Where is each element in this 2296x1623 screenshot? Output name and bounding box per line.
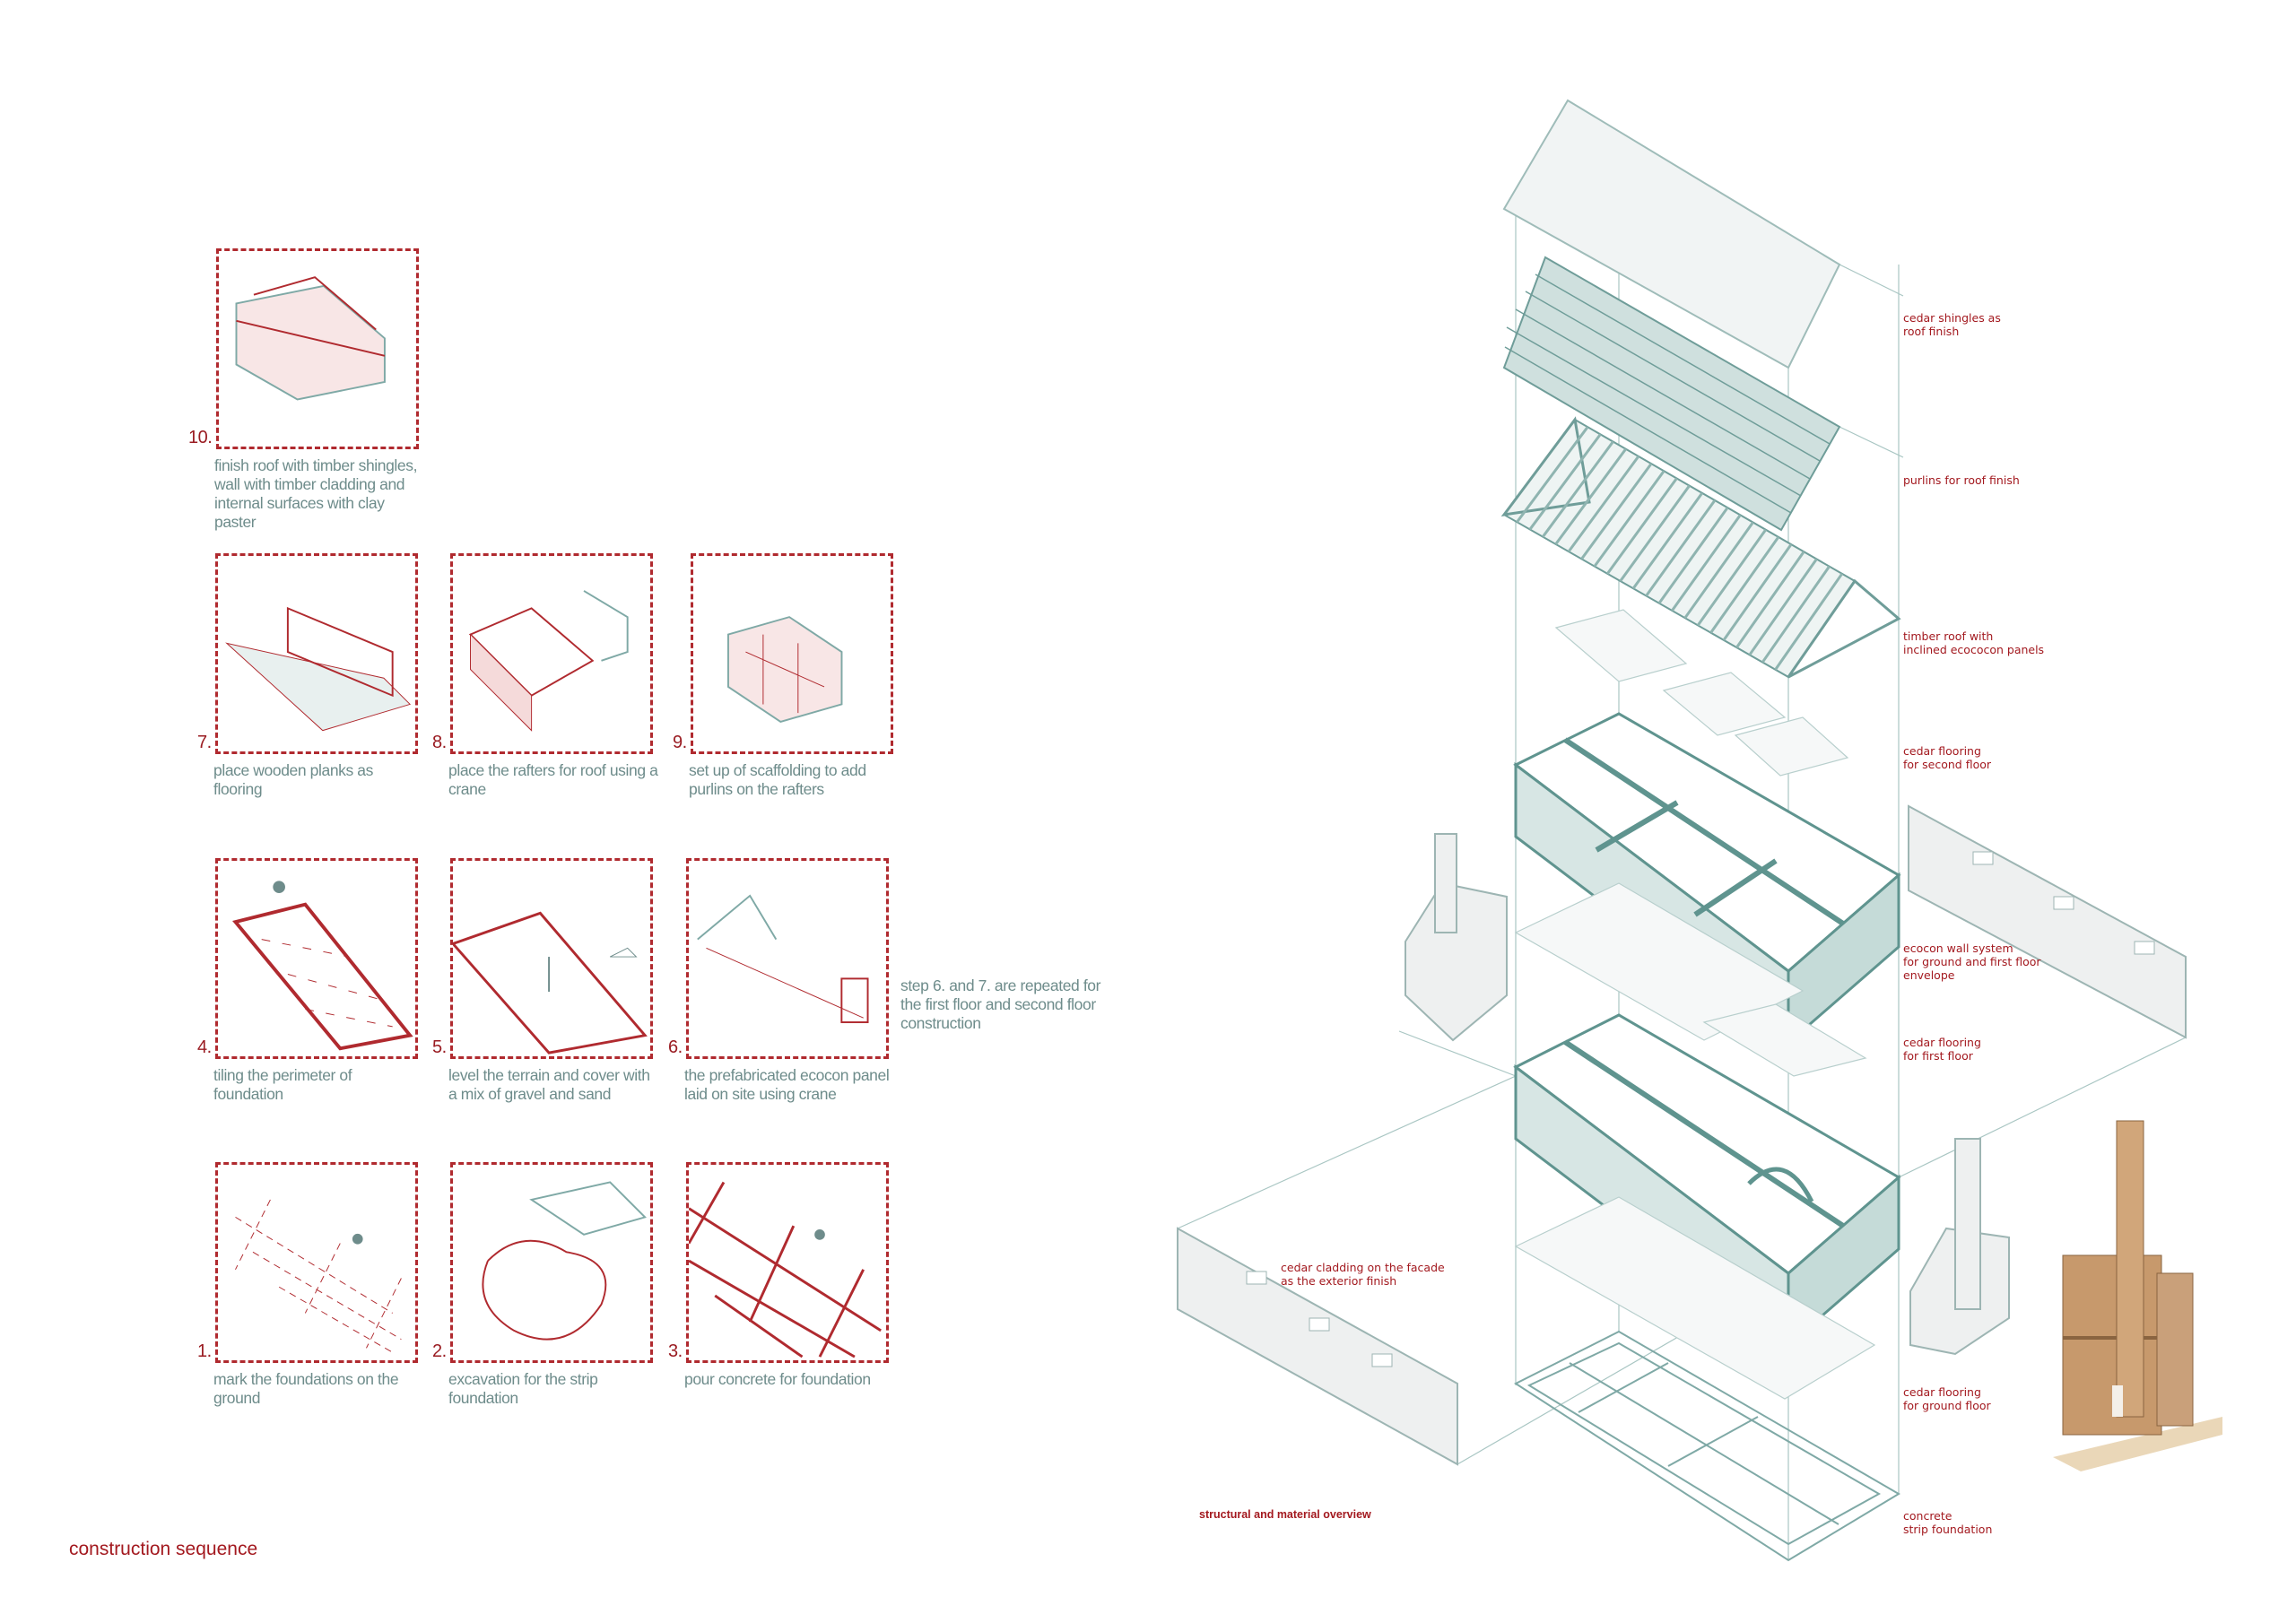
step-3-illustration [686,1162,889,1363]
label-foundation: concrete strip foundation [1903,1509,1993,1536]
step-number: 3. [668,1341,683,1361]
floor-panels-first [1514,882,1867,1077]
step-9-illustration [691,553,893,754]
step-1-illustration [215,1162,418,1363]
label-purlins: purlins for roof finish [1903,473,2020,487]
step-caption: mark the foundations on the ground [213,1370,399,1407]
step-caption: pour concrete for foundation [684,1370,871,1388]
step-sketch [468,590,629,732]
step-sketch [225,606,412,732]
step-7-illustration [215,553,418,754]
step-number: 1. [197,1341,212,1361]
step-8-illustration [450,553,653,754]
rafter [1722,543,1793,641]
step-sketch [689,1181,882,1358]
rafter [1774,572,1844,671]
step-number: 5. [432,1037,447,1057]
roof-shingles [1502,99,1841,369]
step-sketch [697,894,869,1024]
label-floor1: cedar flooring for first floor [1903,1036,1981,1063]
rafter [1619,484,1691,582]
step-4-illustration [215,858,418,1059]
step-number: 6. [668,1037,683,1057]
rafter [1567,456,1640,553]
step-number: 9. [673,733,687,752]
step-sketch [235,276,386,401]
step-number: 8. [432,733,447,752]
step-number: 10. [188,428,213,447]
rafter [1554,447,1627,545]
step-number: 7. [197,733,212,752]
gable-wall-right [1909,1138,2010,1356]
rafter [1683,521,1754,620]
label-floor2: cedar flooring for second floor [1903,744,1992,771]
purlin-lines [1504,273,1831,514]
label-timber-roof: timber roof with inclined ecococon panel… [1903,629,2045,656]
step-6-illustration [686,858,889,1059]
rafter [1528,433,1602,531]
roof-purlins [1502,256,1841,532]
facade-wall-right [1908,804,2187,1039]
rafter [1645,499,1717,597]
step-caption: tiling the perimeter of foundation [213,1066,352,1103]
rafter [1671,514,1742,612]
label-shingles: cedar shingles as roof finish [1903,311,2001,338]
step-sketch [235,1199,402,1353]
step-caption: level the terrain and cover with a mix o… [448,1066,650,1103]
strip-foundation [1513,1330,1900,1562]
step-number: 4. [197,1037,212,1057]
facade-wall-left [1177,1227,1458,1466]
rafter [1748,558,1818,656]
step-caption: set up of scaffolding to add purlins on … [689,761,866,798]
step-5-illustration [450,858,653,1059]
page-title: construction sequence [69,1539,258,1559]
step-2-illustration [450,1162,653,1363]
rafter [1735,551,1805,648]
rafter [1657,507,1729,604]
step-number: 2. [432,1341,447,1361]
step-sketch [453,911,648,1055]
rafter [1709,536,1780,634]
rafter [1631,491,1704,590]
step-sketch [726,616,843,723]
repeat-note: step 6. and 7. are repeated for the firs… [900,976,1101,1032]
label-floor0: cedar flooring for ground floor [1903,1385,1991,1412]
step-caption: finish roof with timber shingles, wall w… [214,456,418,531]
step-caption: place wooden planks as flooring [213,761,373,798]
timber-model-photo [2053,1120,2222,1471]
step-sketch [232,881,413,1051]
label-cladding: cedar cladding on the facade as the exte… [1281,1261,1445,1288]
step-10-illustration [216,248,419,449]
ground-floor-panel [1514,1196,1876,1400]
gable-wall-left [1405,833,1508,1042]
step-caption: excavation for the strip foundation [448,1370,598,1407]
rafter [1580,463,1653,560]
rafter [1606,477,1678,575]
rafter [1696,528,1767,627]
label-wall-system: ecocon wall system for ground and first … [1903,942,2041,982]
step-caption: place the rafters for roof using a crane [448,761,658,798]
rafter [1761,565,1831,664]
rafter [1593,470,1665,568]
overview-title: structural and material overview [1199,1508,1371,1521]
floor-panels-second [1554,609,1849,777]
rafter [1516,426,1589,524]
step-sketch [482,1181,647,1341]
rafter [1542,440,1614,538]
step-caption: the prefabricated ecocon panel laid on s… [684,1066,890,1103]
